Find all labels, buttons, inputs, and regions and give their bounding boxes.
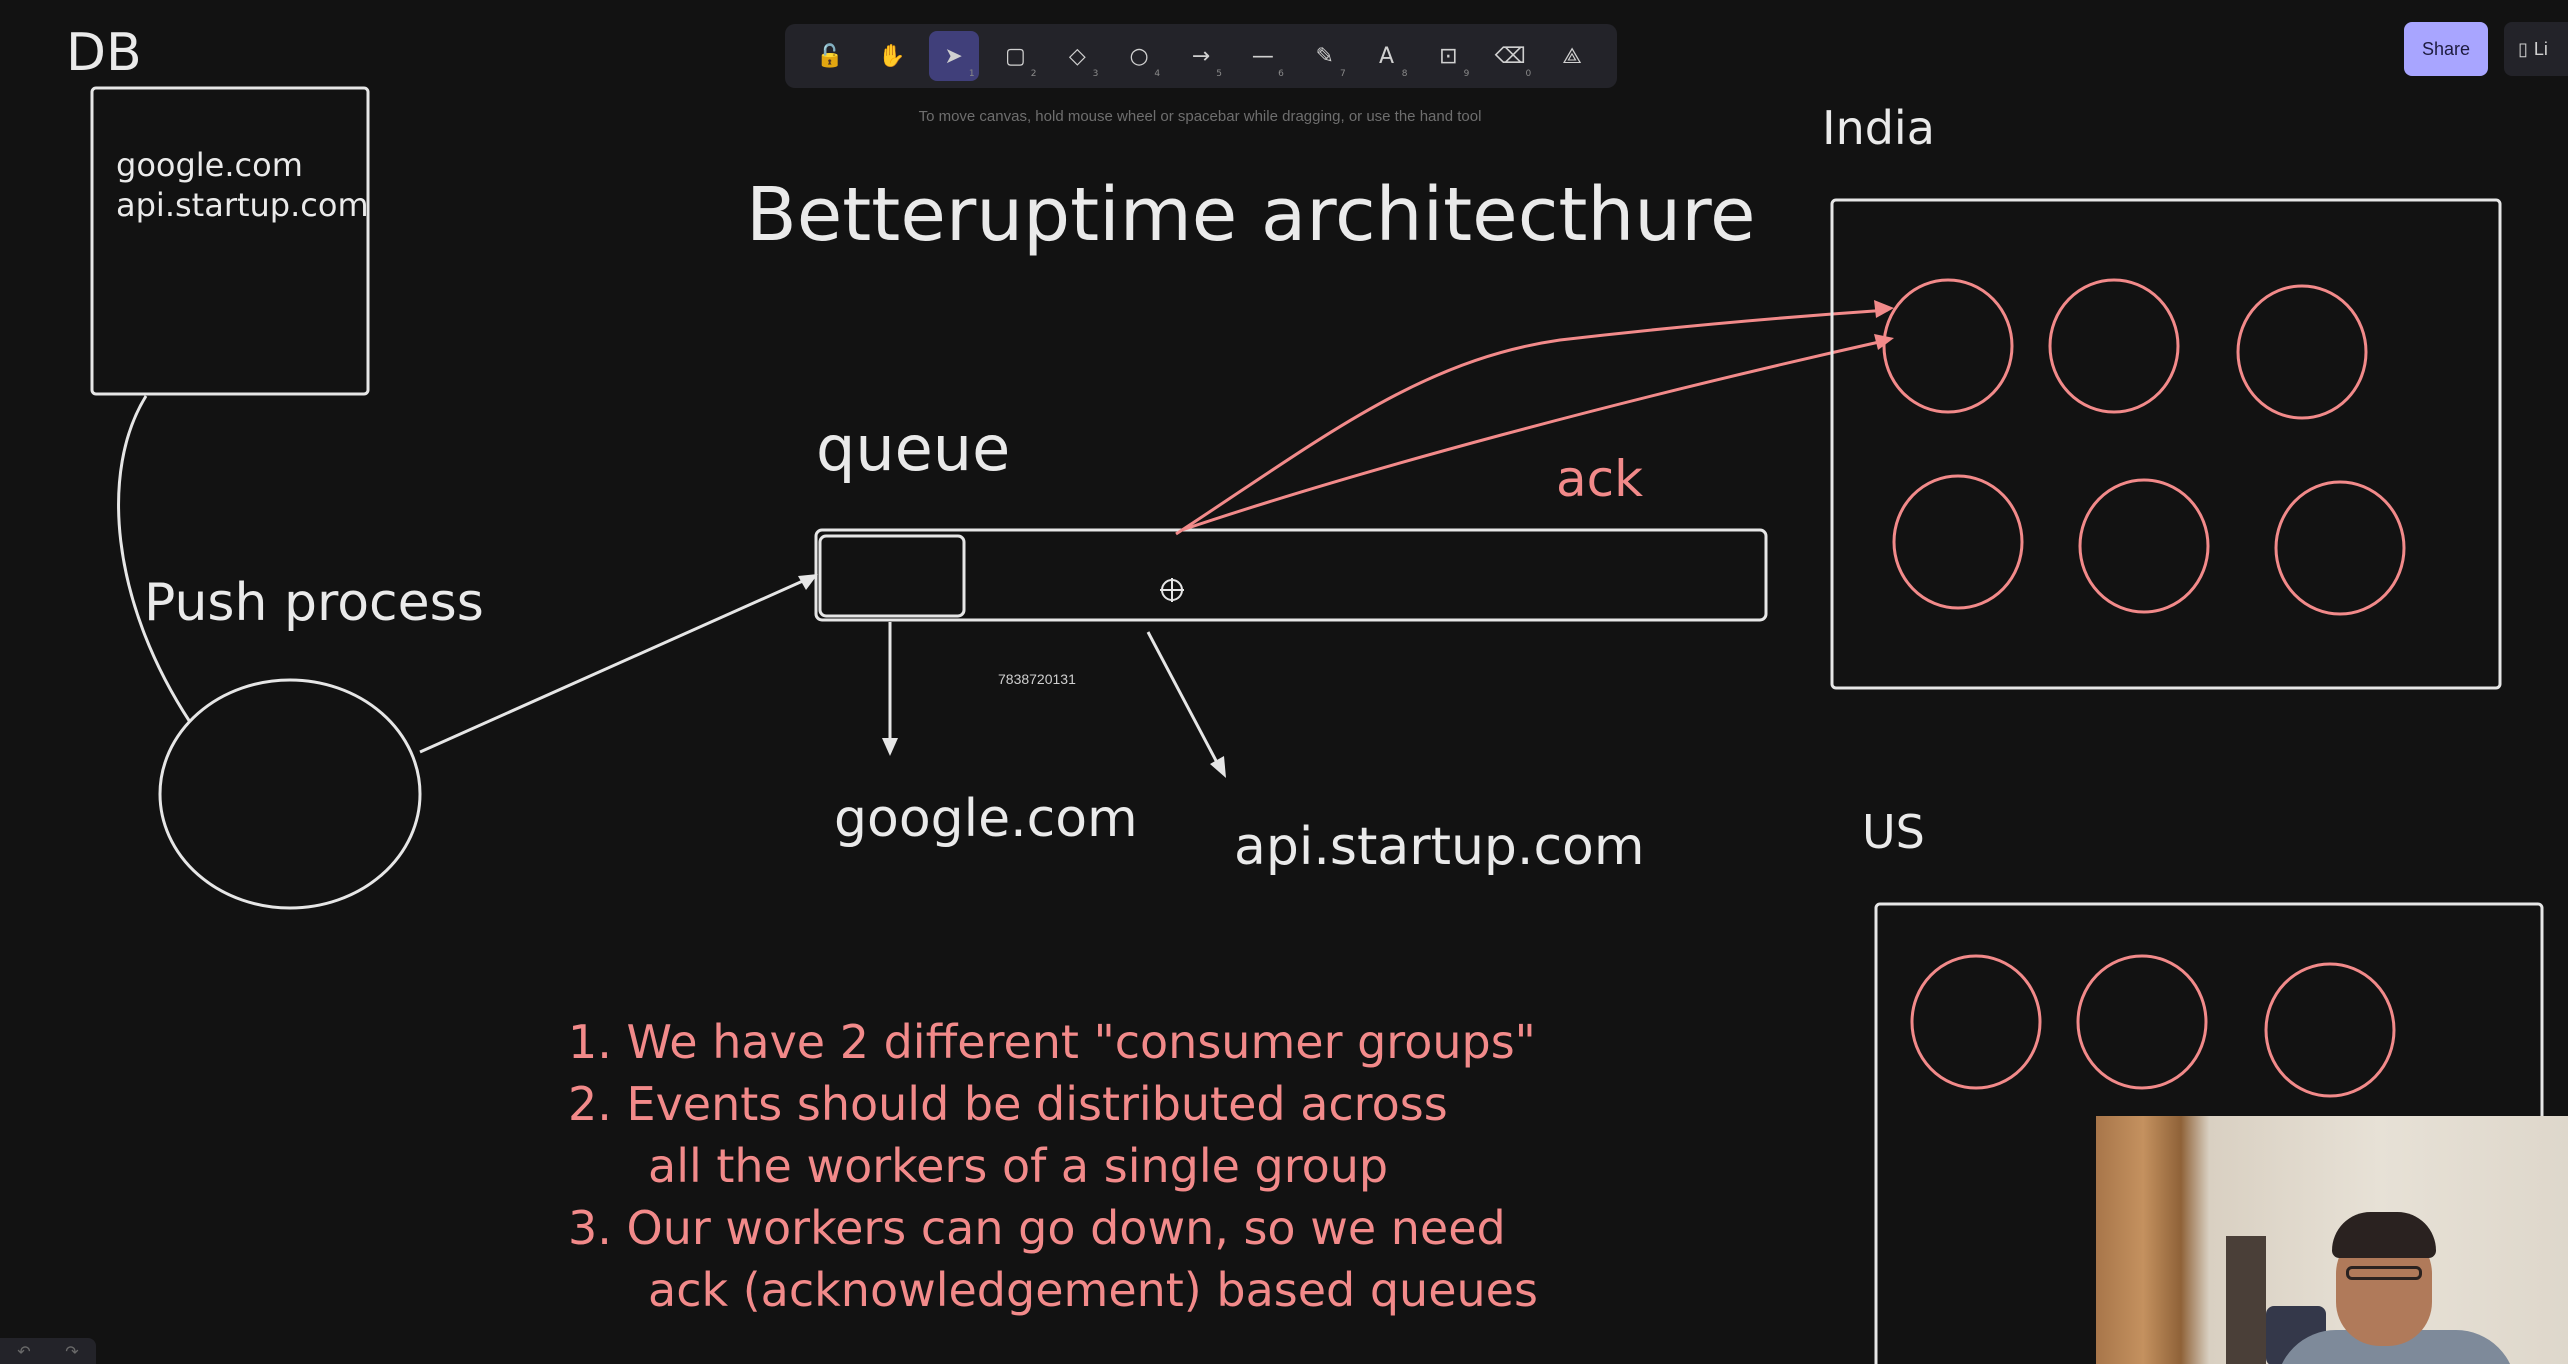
queue-box[interactable] — [814, 528, 1768, 622]
arrow-glyph: → — [1191, 43, 1211, 69]
queue-item[interactable] — [818, 534, 966, 618]
ack-arrow-upper-head — [1874, 300, 1894, 318]
db-label: DB — [66, 23, 142, 83]
ellipse-key: 4 — [1154, 69, 1161, 79]
diamond-icon[interactable]: ◇3 — [1052, 31, 1102, 81]
us-worker-1[interactable] — [1910, 954, 2042, 1090]
india-worker-4[interactable] — [1892, 474, 2024, 610]
eraser-glyph: ⌫ — [1494, 43, 1526, 69]
ack-label: ack — [1556, 450, 1643, 508]
push-to-queue-arrow[interactable] — [419, 574, 815, 754]
webcam-person-glasses — [2346, 1266, 2422, 1280]
line-icon[interactable]: —6 — [1238, 31, 1288, 81]
india-group-box[interactable] — [1830, 198, 2502, 690]
eraser-icon[interactable]: ⌫0 — [1485, 31, 1535, 81]
ellipse-glyph: ○ — [1129, 43, 1149, 69]
push-to-queue-arrowhead — [798, 574, 818, 590]
rectangle-glyph: ▢ — [1005, 43, 1026, 69]
note-line-5: ack (acknowledgement) based queues — [648, 1263, 1538, 1317]
pencil-key: 7 — [1339, 69, 1346, 79]
hand-glyph: ✋ — [878, 43, 906, 69]
eraser-key: 0 — [1525, 69, 1532, 79]
db-entry-google: google.com — [116, 146, 303, 184]
notes-block: 1. We have 2 different "consumer groups"… — [568, 1015, 1538, 1317]
diamond-key: 3 — [1092, 69, 1099, 79]
lock-glyph: 🔓 — [816, 43, 844, 69]
webcam-overlay — [2096, 1116, 2568, 1364]
selection-key: 1 — [968, 69, 975, 79]
rectangle-key: 2 — [1030, 69, 1037, 79]
undo-icon[interactable]: ↶ — [17, 1341, 31, 1361]
queue-to-google-arrowhead — [882, 738, 898, 756]
india-worker-3[interactable] — [2236, 284, 2368, 420]
more-tools-glyph: ⟁ — [1562, 43, 1582, 69]
db-box[interactable] — [90, 86, 370, 396]
ack-arrow-lower[interactable] — [1181, 338, 1889, 532]
ellipse-icon[interactable]: ○4 — [1114, 31, 1164, 81]
output-api-label: api.startup.com — [1234, 817, 1645, 877]
line-glyph: — — [1251, 43, 1274, 69]
output-google-label: google.com — [834, 789, 1138, 849]
webcam-background — [2096, 1116, 2568, 1364]
db-entry-api: api.startup.com — [116, 186, 369, 224]
book-icon: ▯ — [2518, 38, 2528, 59]
hand-icon[interactable]: ✋ — [867, 31, 917, 81]
text-glyph: A — [1378, 43, 1395, 69]
db-to-push-connector[interactable] — [117, 395, 192, 723]
ack-arrow-upper[interactable] — [1175, 308, 1889, 536]
india-worker-6[interactable] — [2274, 480, 2406, 616]
redo-icon[interactable]: ↷ — [65, 1341, 79, 1361]
us-label: US — [1862, 805, 1925, 859]
line-key: 6 — [1278, 69, 1284, 79]
selection-icon[interactable]: ➤1 — [928, 31, 979, 81]
diagram-title: Betteruptime architecthure — [746, 172, 1756, 258]
text-key: 8 — [1401, 69, 1408, 79]
queue-item-id: 7838720131 — [998, 671, 1076, 687]
india-worker-5[interactable] — [2078, 478, 2210, 614]
image-glyph: ⊡ — [1439, 43, 1458, 69]
push-process-node[interactable] — [158, 678, 422, 910]
queue-label: queue — [816, 412, 1010, 485]
queue-to-api-arrowhead — [1210, 756, 1226, 778]
more-tools-icon[interactable]: ⟁ — [1547, 31, 1597, 81]
lock-icon[interactable]: 🔓 — [805, 31, 855, 81]
share-button[interactable]: Share — [2404, 22, 2488, 76]
push-process-label: Push process — [144, 573, 484, 633]
image-icon[interactable]: ⊡9 — [1423, 31, 1473, 81]
note-line-2: 2. Events should be distributed across — [568, 1077, 1448, 1131]
library-label: Li — [2533, 38, 2548, 59]
queue-to-api-arrow[interactable] — [1146, 631, 1224, 773]
arrow-key: 5 — [1216, 69, 1222, 79]
toolbar-hint: To move canvas, hold mouse wheel or spac… — [918, 108, 1482, 125]
diamond-glyph: ◇ — [1068, 43, 1086, 69]
image-key: 9 — [1463, 69, 1470, 79]
selection-glyph: ➤ — [944, 43, 963, 69]
library-button[interactable]: ▯ Li — [2504, 22, 2568, 76]
india-worker-2[interactable] — [2048, 278, 2180, 414]
note-line-1: 1. We have 2 different "consumer groups" — [568, 1015, 1536, 1069]
us-worker-3[interactable] — [2264, 962, 2396, 1098]
pencil-glyph: ✎ — [1315, 43, 1334, 69]
arrow-icon[interactable]: →5 — [1176, 31, 1226, 81]
india-label: India — [1822, 101, 1935, 155]
note-line-4: 3. Our workers can go down, so we need — [568, 1201, 1506, 1255]
rectangle-icon[interactable]: ▢2 — [990, 31, 1040, 81]
india-worker-1[interactable] — [1882, 278, 2014, 414]
pencil-icon[interactable]: ✎7 — [1300, 31, 1350, 81]
webcam-shelf — [2226, 1236, 2266, 1364]
us-worker-2[interactable] — [2076, 954, 2208, 1090]
webcam-person-hair — [2332, 1212, 2436, 1258]
note-line-3: all the workers of a single group — [648, 1139, 1388, 1193]
undo-redo-group: ↶ ↷ — [0, 1338, 96, 1364]
move-cursor-icon — [1160, 578, 1184, 602]
